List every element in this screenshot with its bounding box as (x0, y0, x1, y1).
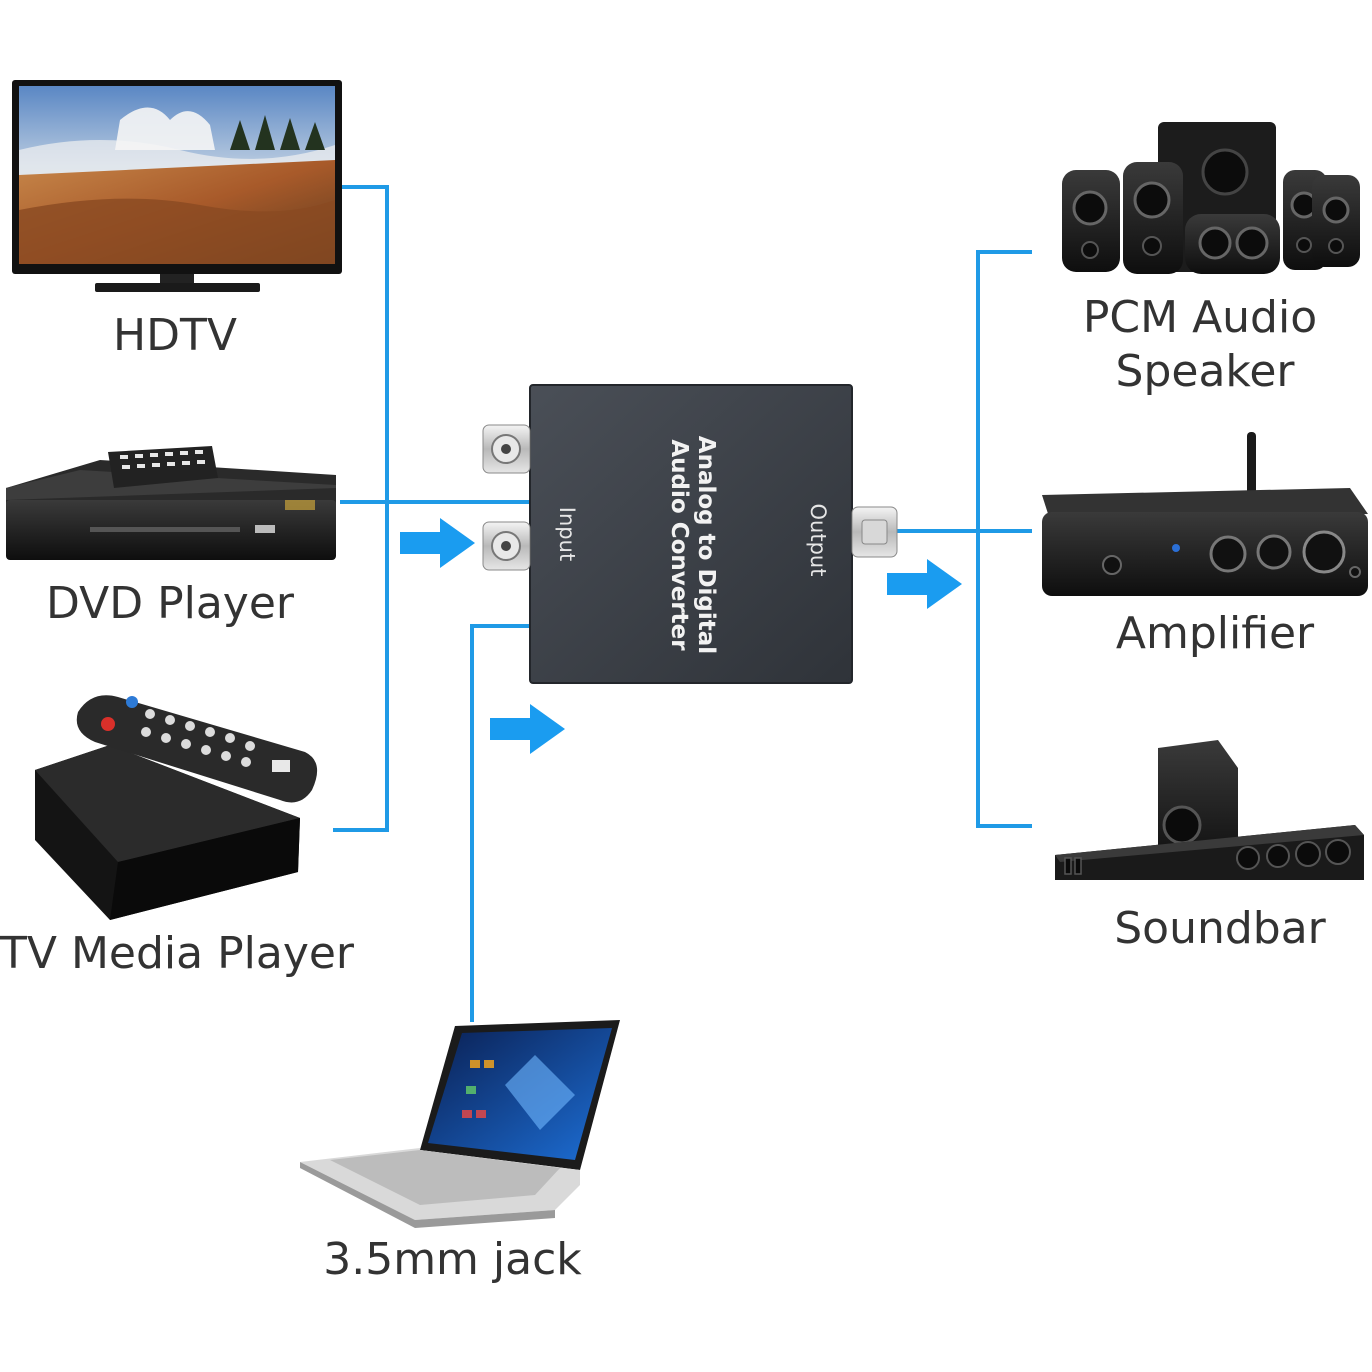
dvd-player-icon (6, 446, 336, 560)
converter-title-line2: Audio Converter (666, 439, 692, 651)
hdtv-label: HDTV (113, 310, 237, 361)
tv-media-player-icon (35, 695, 318, 920)
arrow-icon (490, 704, 565, 754)
pcm-speaker-label-line2: Speaker (1115, 346, 1295, 397)
soundbar-label: Soundbar (1114, 903, 1326, 954)
amplifier-label: Amplifier (1115, 608, 1315, 659)
connector-lines (333, 185, 1032, 1022)
hdtv-line (333, 185, 389, 832)
laptop-line (470, 624, 530, 1022)
converter-device (482, 384, 898, 684)
optical-output-port (851, 506, 898, 558)
soundbar-icon (1055, 740, 1364, 880)
input-label: Input (555, 506, 579, 562)
amplifier-icon (1042, 432, 1368, 596)
pcm-speaker-icon (1062, 122, 1360, 274)
converter-title: Analog to Digital Audio Converter (665, 436, 719, 654)
dvd-player-label: DVD Player (46, 578, 294, 629)
arrow-icon (887, 559, 962, 609)
remote-control-icon (108, 446, 218, 488)
rca-input-port (482, 424, 531, 474)
flow-arrows (400, 518, 962, 754)
converter-title-line1: Analog to Digital (693, 435, 719, 655)
output-bracket-line (976, 250, 1032, 828)
tv-media-player-label: TV Media Player (0, 928, 355, 979)
hdtv-icon (12, 80, 342, 292)
pcm-speaker-label-line1: PCM Audio (1082, 292, 1318, 343)
output-label: Output (806, 503, 830, 577)
arrow-icon (400, 518, 475, 568)
laptop-label: 3.5mm jack (323, 1234, 582, 1285)
remote-control-icon (76, 695, 318, 803)
rca-input-port (482, 521, 531, 571)
laptop-icon (300, 1020, 620, 1228)
